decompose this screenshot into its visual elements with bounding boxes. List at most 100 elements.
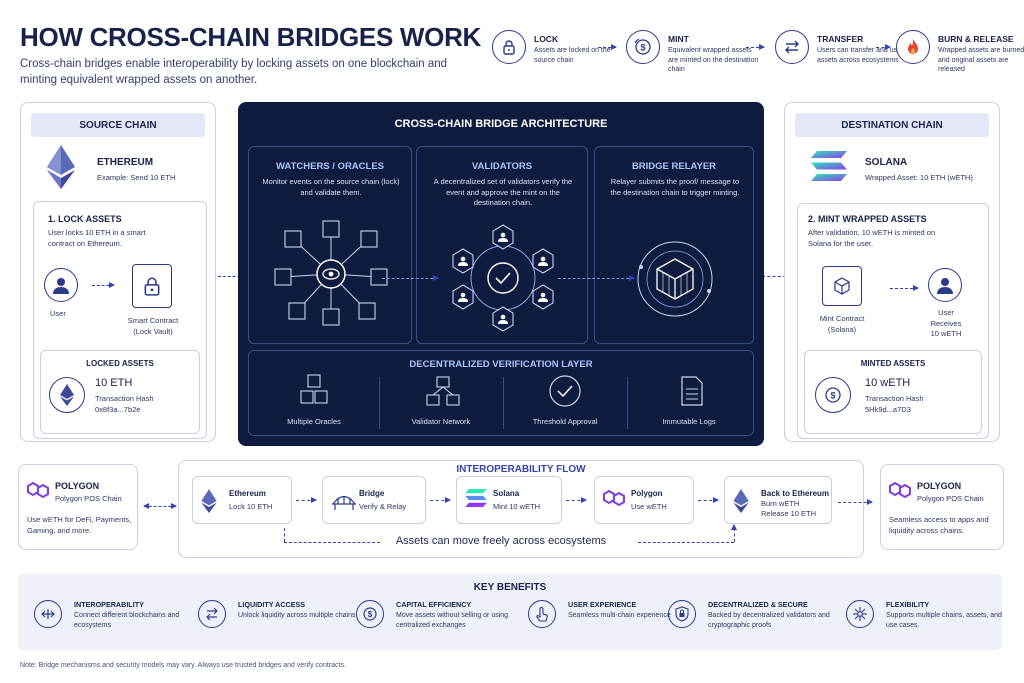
step-desc: Equivalent wrapped assets are minted on …: [668, 47, 759, 73]
document-log-icon: [681, 376, 703, 406]
lock-icon: [492, 30, 526, 64]
ethereum-logo-icon: [733, 489, 749, 513]
layer-item-label: Immutable Logs: [662, 417, 716, 426]
arrow-right-icon: [890, 285, 919, 291]
solana-logo-icon: [465, 489, 487, 507]
watchers-card: WATCHERS / ORACLES Monitor events on the…: [248, 146, 412, 344]
locked-amount: 10 ETH: [95, 377, 133, 389]
benefit-title: CAPITAL EFFICIENCY: [396, 600, 472, 609]
lock-assets-card: 1. LOCK ASSETS User locks 10 ETH in a sm…: [33, 201, 207, 439]
relayer-title: BRIDGE RELAYER: [631, 161, 717, 172]
source-chain-name: ETHEREUM: [97, 157, 154, 168]
wrapped-coin-icon: $: [815, 377, 851, 413]
layer-item-label: Multiple Oracles: [287, 417, 341, 426]
benefit-desc: Backed by decentralized validators and c…: [708, 612, 830, 629]
arrow-right-icon: [382, 275, 439, 281]
benefit-desc: Supports multiple chains, assets, and us…: [886, 612, 1002, 629]
tx-hash-label: Transaction Hash: [865, 394, 924, 403]
threshold-approval-icon: [549, 375, 581, 407]
user-icon: [937, 278, 953, 294]
step-title: BURN & RELEASE: [938, 34, 1014, 44]
flow-item-bridge: Bridge Verify & Relay: [322, 476, 426, 524]
benefit-title: INTEROPERABILITY: [74, 600, 144, 609]
dollar-cycle-icon: $: [356, 600, 384, 628]
arrow-right-icon: [746, 44, 765, 50]
benefit-title: DECENTRALIZED & SECURE: [708, 600, 808, 609]
tx-hash-label: Transaction Hash: [95, 394, 154, 403]
bridge-architecture-panel: CROSS-CHAIN BRIDGE ARCHITECTURE WATCHERS…: [238, 102, 764, 446]
arrow-right-icon: [838, 499, 873, 505]
double-arrow-icon: [143, 503, 177, 509]
arrow-right-icon: [430, 497, 451, 503]
interoperability-icon: [34, 600, 62, 628]
mint-assets-desc: After validation, 10 wETH is minted on S…: [808, 228, 936, 248]
tx-hash-value: 0x8f3a...7b2e: [95, 405, 141, 414]
tx-hash-value: 5Hk9d...a7D3: [865, 405, 911, 414]
step-title: MINT: [668, 34, 689, 44]
user-avatar: [928, 268, 962, 302]
lock-assets-title: 1. LOCK ASSETS: [48, 214, 122, 224]
relayer-card: BRIDGE RELAYER Relayer submits the proof…: [594, 146, 754, 344]
lock-assets-desc: User locks 10 ETH in a smart contract on…: [48, 228, 146, 248]
ethereum-logo-icon: [201, 489, 217, 513]
benefit-desc: Move assets without selling or using cen…: [396, 612, 509, 629]
step-burn-release: BURN & RELEASE Wrapped assets are burned…: [896, 26, 1024, 82]
flow-item-title: Bridge: [359, 489, 385, 498]
arrow-right-icon: [566, 497, 587, 503]
source-example: Example: Send 10 ETH: [97, 173, 176, 182]
user-receives-label: User Receives 10 wETH: [930, 308, 962, 338]
flow-item-polygon: Polygon Use wETH: [594, 476, 694, 524]
step-transfer: TRANSFER Users can transfer and use asse…: [775, 26, 905, 82]
page-title: HOW CROSS-CHAIN BRIDGES WORK: [20, 22, 482, 52]
polygon-desc: Use wETH for DeFi, Payments, Gaming, and…: [27, 515, 132, 535]
step-title: TRANSFER: [817, 34, 864, 44]
benefit-desc: Connect different blockchains and ecosys…: [74, 612, 180, 629]
transfer-arrows-icon: [775, 30, 809, 64]
benefit-title: USER EXPERIENCE: [568, 600, 637, 609]
flow-item-sub: Verify & Relay: [359, 502, 407, 511]
flow-item-title: Ethereum: [229, 489, 266, 498]
svg-text:$: $: [640, 43, 645, 53]
svg-text:$: $: [830, 391, 835, 401]
flow-item-title: Solana: [493, 489, 520, 498]
validator-network-icon: [452, 224, 554, 332]
layer-item-label: Threshold Approval: [532, 417, 598, 426]
solana-logo-icon: [811, 151, 847, 181]
polygon-name: POLYGON: [917, 481, 962, 491]
validators-card: VALIDATORS A decentralized set of valida…: [416, 146, 588, 344]
benefits-title: KEY BENEFITS: [473, 582, 547, 593]
ethereum-logo-icon: [47, 145, 75, 189]
polygon-sub: Polygon POS Chain: [917, 494, 984, 503]
destination-chain-header: DESTINATION CHAIN: [795, 113, 989, 137]
polygon-desc: Seamless access to apps and liquidity ac…: [889, 515, 989, 535]
oracle-network-icon: [274, 220, 388, 326]
polygon-right-card: POLYGON Polygon POS Chain Seamless acces…: [880, 464, 1004, 550]
multiple-oracles-icon: [300, 374, 328, 404]
minted-amount: 10 wETH: [865, 377, 911, 389]
destination-chain-panel: DESTINATION CHAIN SOLANA Wrapped Asset: …: [784, 102, 1000, 442]
polygon-logo-icon: [27, 481, 49, 499]
minted-assets-title: MINTED ASSETS: [860, 359, 926, 368]
watchers-title: WATCHERS / ORACLES: [275, 161, 385, 172]
validator-network-small-icon: [426, 376, 460, 406]
verification-layer-card: DECENTRALIZED VERIFICATION LAYER Multipl…: [248, 350, 754, 436]
arrow-right-icon: [558, 275, 635, 281]
locked-assets-title: LOCKED ASSETS: [86, 359, 154, 368]
source-chain-header: SOURCE CHAIN: [31, 113, 205, 137]
flow-item-title: Polygon: [631, 489, 663, 498]
flow-item-sub: Burn wETH Release 10 ETH: [761, 499, 817, 518]
mint-contract-icon: [822, 266, 862, 306]
relayer-cube-icon: [637, 241, 713, 317]
verification-layer-title: DECENTRALIZED VERIFICATION LAYER: [409, 359, 593, 370]
benefit-title: LIQUIDITY ACCESS: [238, 600, 306, 609]
step-title: LOCK: [534, 34, 559, 44]
flame-icon: [896, 30, 930, 64]
relayer-desc: Relayer submits the proof/ message to th…: [610, 177, 740, 197]
layer-item-label: Validator Network: [411, 417, 471, 426]
locked-assets-card: LOCKED ASSETS 10 ETH Transaction Hash 0x…: [40, 350, 200, 434]
key-benefits-panel: KEY BENEFITS: [18, 574, 1002, 650]
step-desc: Users can transfer and use assets across…: [817, 47, 902, 64]
polygon-name: POLYGON: [55, 481, 100, 491]
step-mint: $ MINT Equivalent wrapped assets are min…: [626, 26, 758, 82]
polygon-sub: Polygon POS Chain: [55, 494, 122, 503]
